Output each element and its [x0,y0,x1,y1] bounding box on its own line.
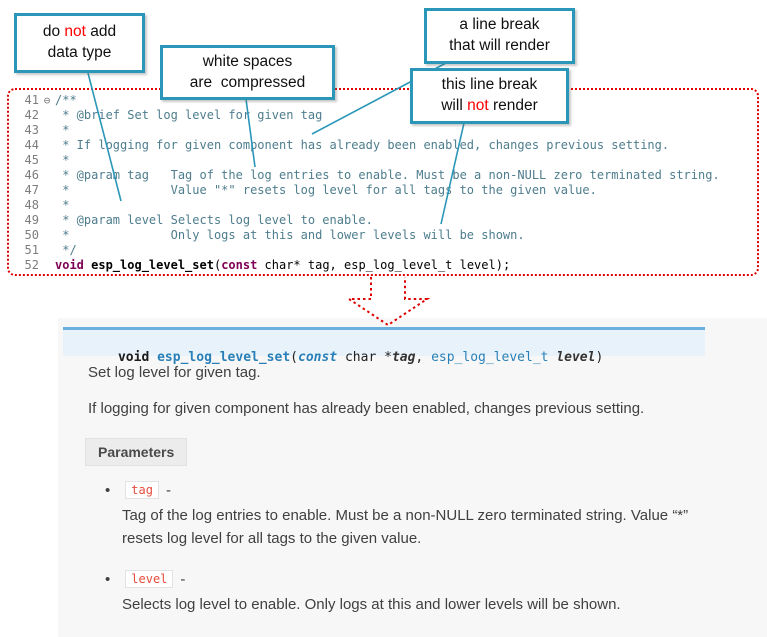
text-fragment: add [85,23,117,41]
fold-collapse-icon[interactable]: ⊖ [43,94,51,107]
sig-keyword-const: const [298,350,338,365]
doc-paragraph-detail: If logging for given component has alrea… [88,400,645,417]
callout-whitespace-compressed: white spaces are compressed [160,45,335,100]
param-description: Selects log level to enable. Only logs a… [122,596,621,613]
text-fragment: do [42,23,65,41]
callout-text: data type [47,44,112,61]
code-statement: void esp_log_level_set(const char* tag, … [55,258,510,273]
callout-line-break-renders: a line break that will render [424,8,575,64]
text-fragment: , [415,350,432,365]
code-line: 45 * [9,153,757,168]
fold-gutter [39,108,55,123]
sig-function-name: esp_log_level_set [149,350,291,365]
code-comment-text: * [55,198,70,212]
line-number: 50 [24,228,39,242]
text-fragment-red: not [467,97,489,114]
fold-gutter [39,153,55,168]
line-number: 44 [24,138,39,152]
sig-arg-level: level [556,350,596,365]
text-fragment: will [441,97,468,114]
fold-gutter [39,213,55,228]
sig-keyword-void: void [117,350,150,365]
fold-gutter [39,168,55,183]
doc-paragraph-brief: Set log level for given tag. [88,364,261,381]
callout-text: are compressed [189,73,306,91]
line-number: 42 [24,108,39,122]
code-comment-text: * Only logs at this and lower levels wil… [55,228,525,242]
line-number: 51 [24,243,39,257]
code-comment-text: */ [55,243,77,257]
code-line: 42 * @brief Set log level for given tag [9,108,757,123]
keyword-void: void [55,258,84,272]
text-fragment: render [488,97,538,114]
text-fragment: - [180,570,186,588]
fold-gutter [39,243,55,258]
keyword-const: const [221,258,258,272]
param-name-tag: tag [125,481,159,499]
fold-gutter [39,258,55,273]
parameters-heading: Parameters [85,438,188,466]
line-number: 52 [24,258,39,272]
function-name: esp_log_level_set [83,258,214,272]
fold-gutter [39,198,55,213]
code-line: 47 * Value "*" resets log level for all … [9,183,757,198]
text-fragment: char * [337,350,392,365]
code-line: 43 * [9,123,757,138]
line-number: 48 [24,198,39,212]
code-comment-text: * [55,123,70,137]
line-number: 45 [24,153,39,167]
text-fragment: ) [595,350,604,365]
code-comment-text: * If logging for given component has alr… [55,138,670,152]
fold-gutter [39,138,55,153]
bullet-icon: • [105,570,111,588]
code-line: 44 * If logging for given component has … [9,138,757,153]
text-fragment: ( [213,258,222,272]
fold-gutter [39,123,55,138]
text-fragment: ( [290,350,298,365]
text-fragment: char* tag, esp_log_level_t level); [257,258,511,272]
code-comment-text: * @param level Selects log level to enab… [55,213,373,227]
param-name-level: level [125,570,174,588]
code-comment-text: * [55,153,70,167]
callout-no-data-type: do not add data type [14,13,145,73]
line-number: 49 [24,213,39,227]
line-number: 41 [24,93,39,107]
code-line: 52 void esp_log_level_set(const char* ta… [9,258,757,273]
fold-gutter [39,183,55,198]
fold-gutter [39,228,55,243]
code-comment-text: * @brief Set log level for given tag [55,108,323,122]
param-list-item: • level - [105,570,185,588]
callout-text: this line break [441,76,538,94]
rendered-docs-panel: void esp_log_level_set(const char *tag, … [58,318,767,637]
callout-line-break-not-render: this line break will not render [410,68,569,124]
code-line: 48 * [9,198,757,213]
callout-text: do not add [17,22,142,43]
callout-text: white spaces [202,52,293,70]
sig-arg-tag: tag [391,350,416,365]
code-line: 46 * @param tag Tag of the log entries t… [9,168,757,183]
code-line: 41 ⊖ /** [9,93,757,108]
code-line: 50 * Only logs at this and lower levels … [9,228,757,243]
callout-text: that will render [449,37,550,54]
code-comment-text: * Value "*" resets log level for all tag… [55,183,597,197]
param-description: Tag of the log entries to enable. Must b… [122,507,689,548]
code-editor-snippet: 41 ⊖ /** 42 * @brief Set log level for g… [7,88,759,276]
param-list-item: • tag - [105,481,171,499]
code-line: 51 */ [9,243,757,258]
code-comment-text: * @param tag Tag of the log entries to e… [55,168,720,182]
callout-text: a line break [459,16,540,34]
bullet-icon: • [105,481,111,499]
line-number: 43 [24,123,39,137]
code-comment-text: /** [55,93,77,107]
callout-text: will not render [413,96,566,117]
code-line: 49 * @param level Selects log level to e… [9,213,757,228]
text-fragment: - [165,481,171,499]
line-number: 46 [24,168,39,182]
text-fragment-red: not [64,23,86,41]
line-number: 47 [24,183,39,197]
function-signature: void esp_log_level_set(const char *tag, … [63,327,705,365]
sig-type-link[interactable]: esp_log_level_t [431,350,549,365]
